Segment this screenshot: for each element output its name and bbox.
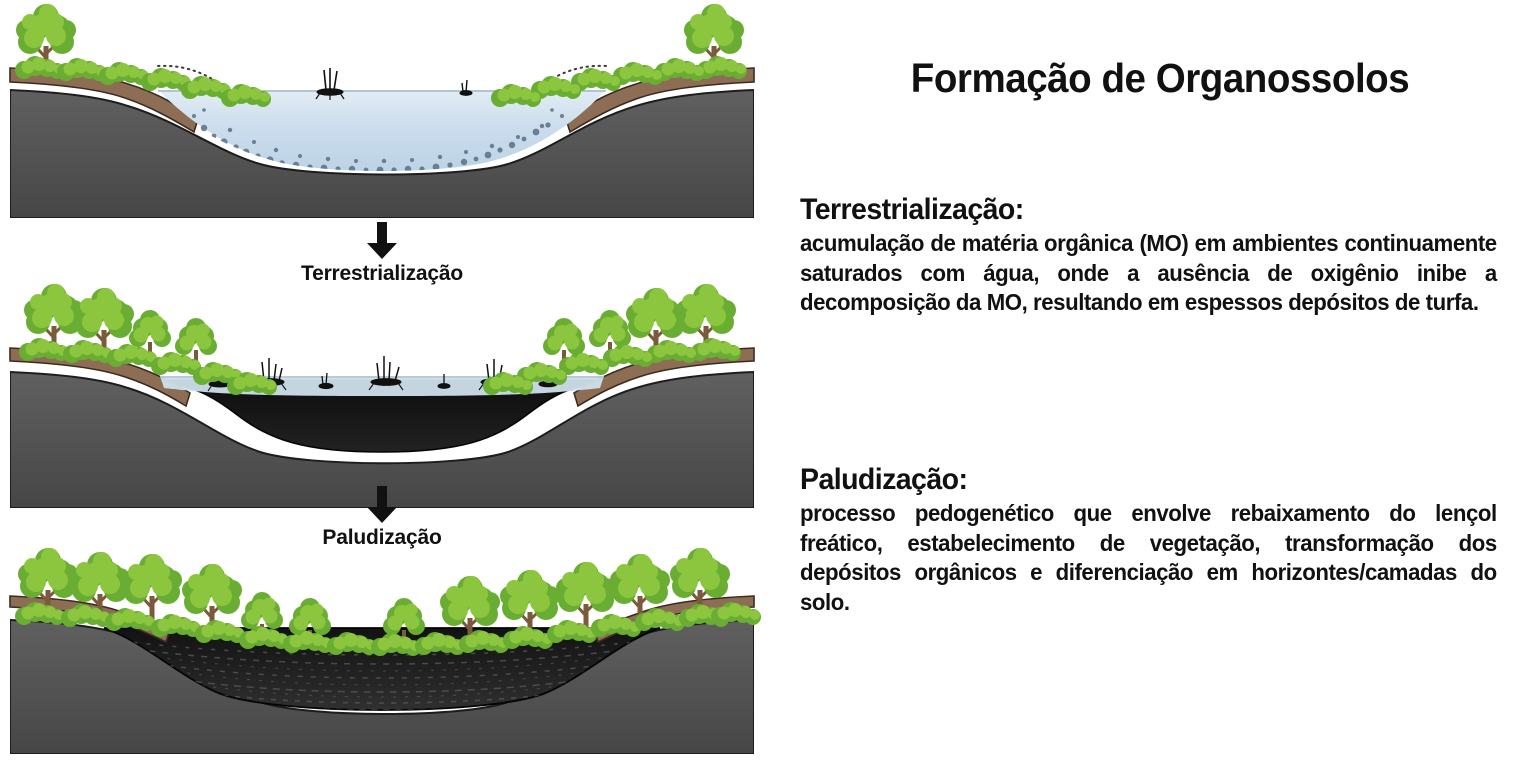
text-column: Formação de Organossolos Terrestrializaç… xyxy=(796,0,1524,760)
down-arrow-icon xyxy=(367,222,397,259)
bedrock-block xyxy=(10,88,754,218)
definition-terrestrializacao: Terrestrialização: acumulação de matéria… xyxy=(800,192,1522,318)
definition-body-1: acumulação de matéria orgânica (MO) em a… xyxy=(800,230,1497,316)
page-title: Formação de Organossolos xyxy=(910,55,1410,101)
aquatic-plants xyxy=(315,68,473,100)
panel-stage-2-peat xyxy=(8,262,756,510)
panel-3-illustration xyxy=(9,595,755,754)
definition-term-2: Paludização: xyxy=(800,463,968,496)
panel-stage-3-organossolo xyxy=(8,524,756,756)
panel-2-illustration xyxy=(9,347,755,508)
panel-1-illustration xyxy=(9,64,755,218)
cross-section-panels: Terrestrialização xyxy=(8,0,761,756)
bedrock-block xyxy=(10,370,754,508)
thick-black-peat-deposit xyxy=(157,379,607,453)
panel-stage-1-lake xyxy=(8,2,756,220)
definition-body-2: processo pedogenético que envolve rebaix… xyxy=(800,500,1497,615)
definition-paludizacao: Paludização: processo pedogenético que e… xyxy=(800,462,1522,617)
definition-term-1: Terrestrialização: xyxy=(800,193,1024,226)
